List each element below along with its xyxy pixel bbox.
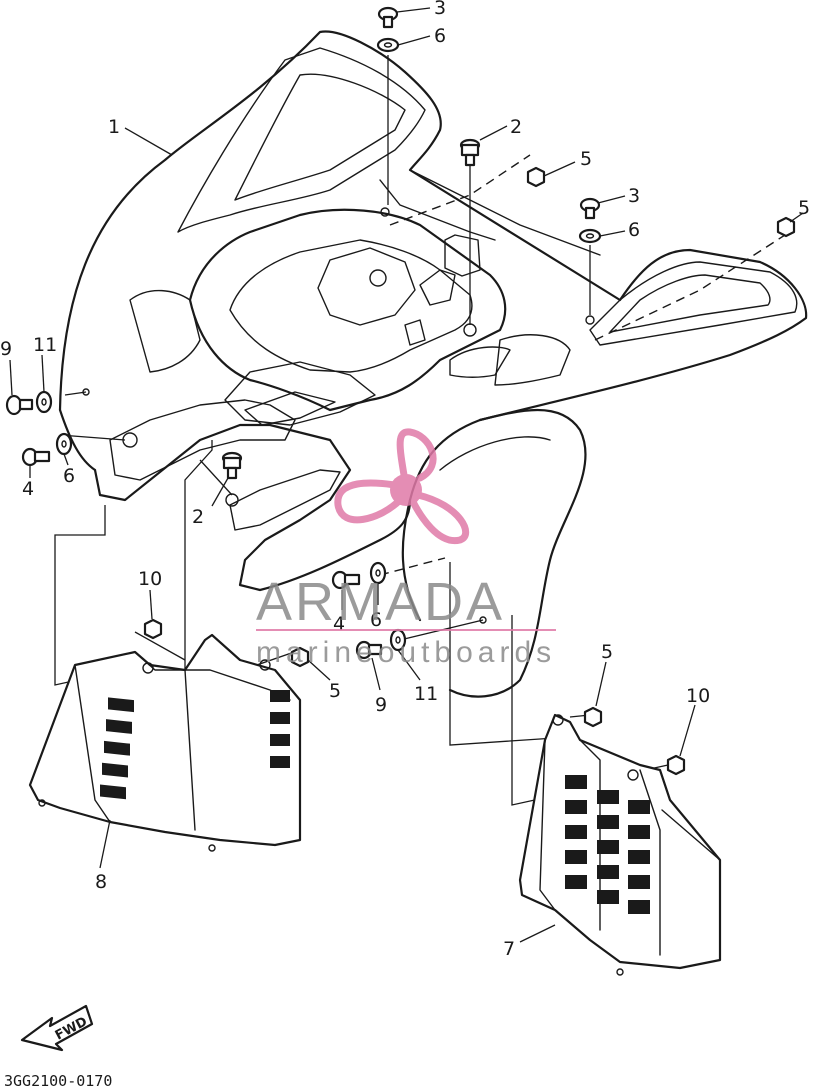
callout-label: 7	[503, 938, 515, 960]
drawing-code: 3GG2100-0170	[4, 1072, 112, 1090]
callout-label: 9	[375, 694, 387, 716]
propeller-hub-icon	[390, 474, 422, 506]
callout-label: 6	[370, 609, 382, 631]
callout-label: 2	[510, 116, 522, 138]
callout-label: 10	[138, 568, 162, 590]
nut-icon	[290, 646, 310, 668]
watermark: ARMADA marineoutboards	[256, 428, 556, 669]
bolt-icon	[5, 394, 34, 416]
callout-label: 1	[108, 116, 120, 138]
washer-icon	[376, 37, 400, 53]
bolt-icon	[355, 640, 383, 660]
callout-label: 8	[95, 871, 107, 893]
washer-icon	[55, 432, 73, 456]
callout-label: 3	[628, 185, 640, 207]
callout-label: 5	[580, 148, 592, 170]
nut-icon	[666, 754, 686, 776]
watermark-tagline: marineoutboards	[256, 636, 556, 669]
callout-label: 6	[434, 25, 446, 47]
callout-leaders	[9, 7, 804, 943]
nut-icon	[143, 618, 163, 640]
watermark-brand: ARMADA	[256, 572, 505, 632]
washer-icon	[35, 390, 53, 414]
propeller-logo-icon	[334, 428, 469, 545]
callout-label: 5	[798, 197, 810, 219]
bolt-icon	[221, 451, 243, 480]
bolt-icon	[21, 447, 51, 467]
callout-label: 6	[63, 465, 75, 487]
callout-label: 11	[33, 334, 57, 356]
callout-label: 5	[601, 641, 613, 663]
bolt-icon	[377, 6, 399, 29]
washer-icon	[578, 228, 602, 244]
callout-label: 6	[628, 219, 640, 241]
bolt-icon	[579, 197, 601, 220]
callout-label: 11	[414, 683, 438, 705]
callout-label: 9	[0, 338, 12, 360]
nut-icon	[583, 706, 603, 728]
callout-label: 4	[22, 478, 34, 500]
bolt-icon	[459, 138, 481, 167]
mud-flap-left	[28, 633, 302, 852]
bolt-icon	[331, 570, 361, 590]
nut-icon	[776, 216, 796, 238]
nut-icon	[526, 166, 546, 188]
callout-label: 10	[686, 685, 710, 707]
mud-flap-right	[518, 713, 722, 976]
fwd-arrow-icon: FWD	[20, 1004, 94, 1052]
callout-label: 2	[192, 506, 204, 528]
vent-slots	[565, 775, 650, 914]
callout-label: 5	[329, 680, 341, 702]
callout-labels: 3 6 1 2 5 3 6 5 9 11 4 6 2 10 4 6 5 9 11…	[0, 0, 810, 960]
callout-label: 3	[434, 0, 446, 19]
